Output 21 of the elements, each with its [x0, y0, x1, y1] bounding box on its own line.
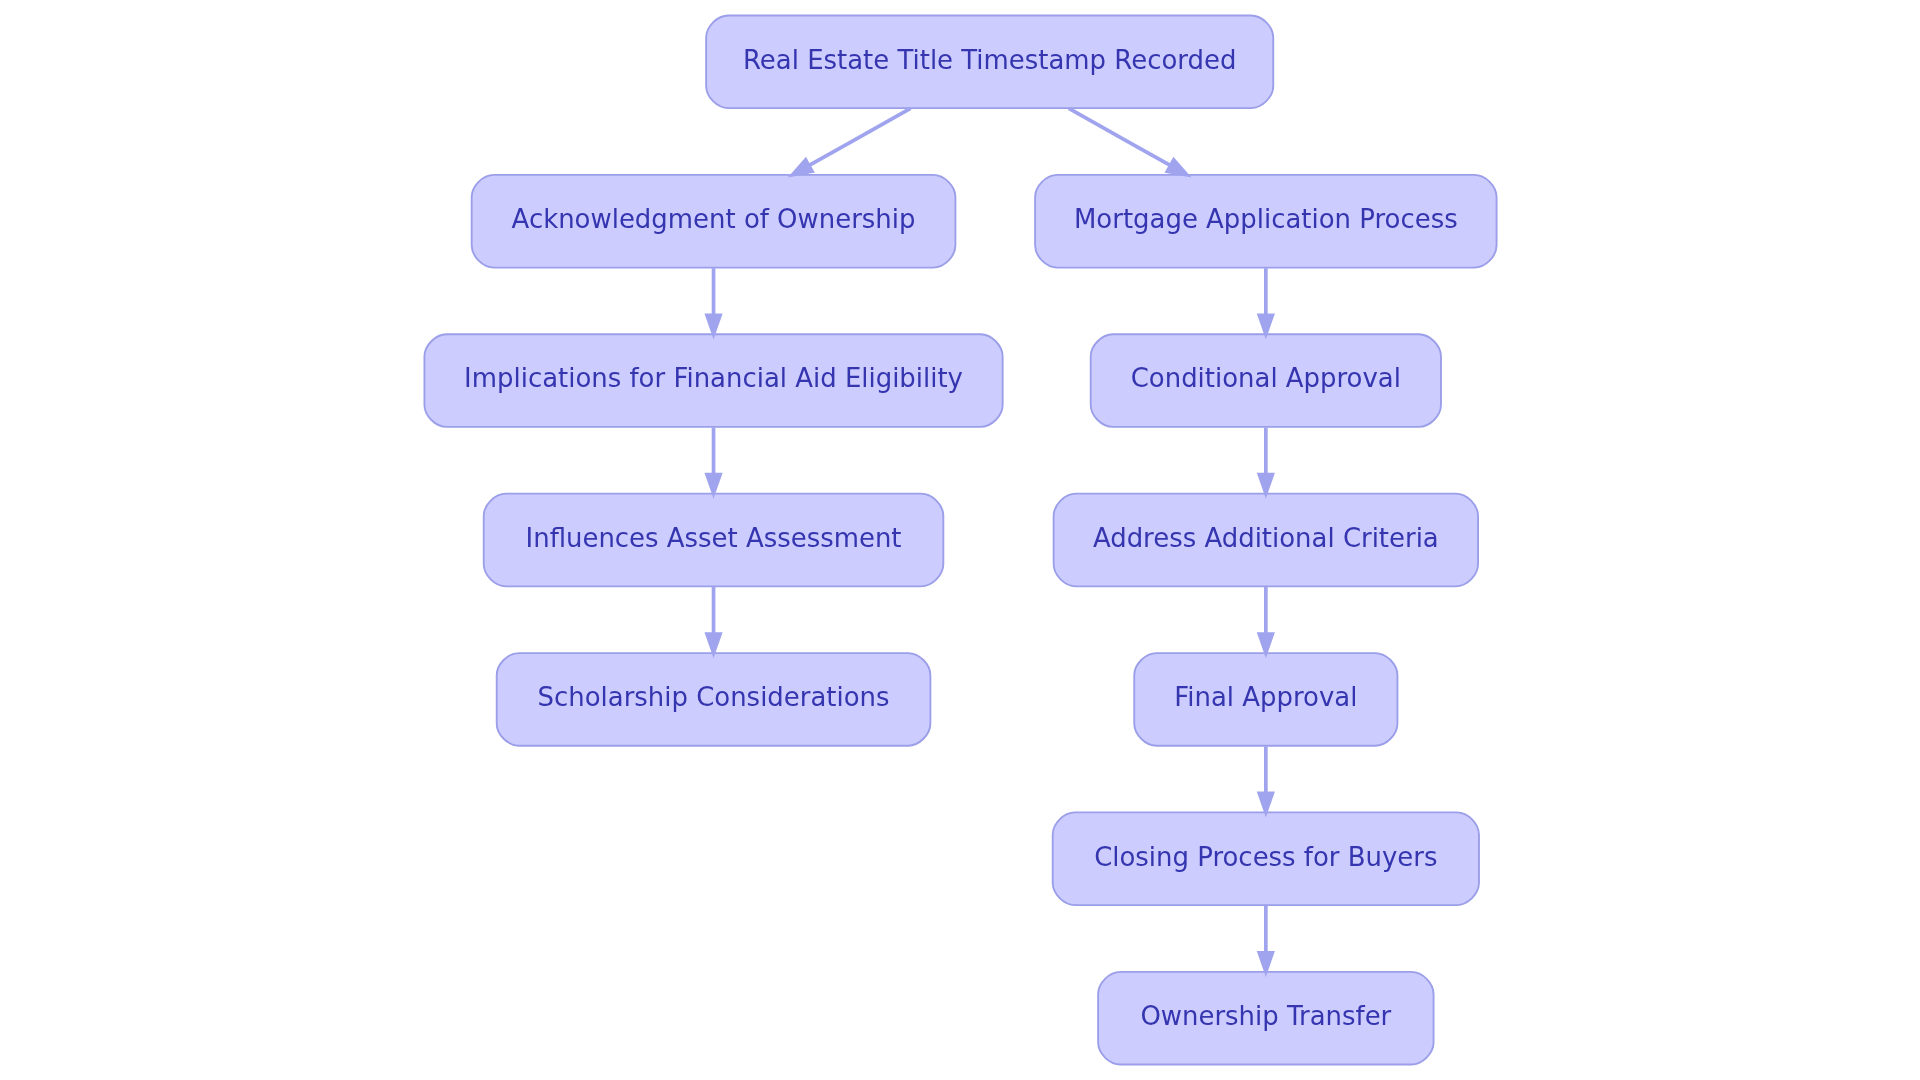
node-box: Conditional Approval — [1089, 333, 1442, 428]
arrow — [1256, 427, 1275, 499]
arrow — [1067, 106, 1192, 178]
node-box: Acknowledgment of Ownership — [470, 173, 956, 269]
arrow — [703, 268, 723, 340]
arrow — [1256, 268, 1275, 340]
node-box: Influences Asset Assessment — [482, 492, 944, 588]
node-box: Closing Process for Buyers — [1051, 811, 1480, 907]
arrow — [1256, 586, 1275, 659]
arrow — [1256, 905, 1275, 977]
node-box: Final Approval — [1132, 652, 1398, 747]
arrow — [1256, 746, 1275, 818]
arrow — [703, 586, 723, 659]
node-box: Address Additional Criteria — [1052, 492, 1479, 588]
node-box: Ownership Transfer — [1096, 970, 1434, 1066]
arrow — [703, 427, 723, 499]
node-box: Real Estate Title Timestamp Recorded — [704, 14, 1274, 110]
arrow — [787, 106, 911, 178]
node-box: Scholarship Considerations — [495, 652, 931, 747]
node-box: Implications for Financial Aid Eligibility — [423, 333, 1004, 428]
node-box: Mortgage Application Process — [1033, 173, 1497, 269]
